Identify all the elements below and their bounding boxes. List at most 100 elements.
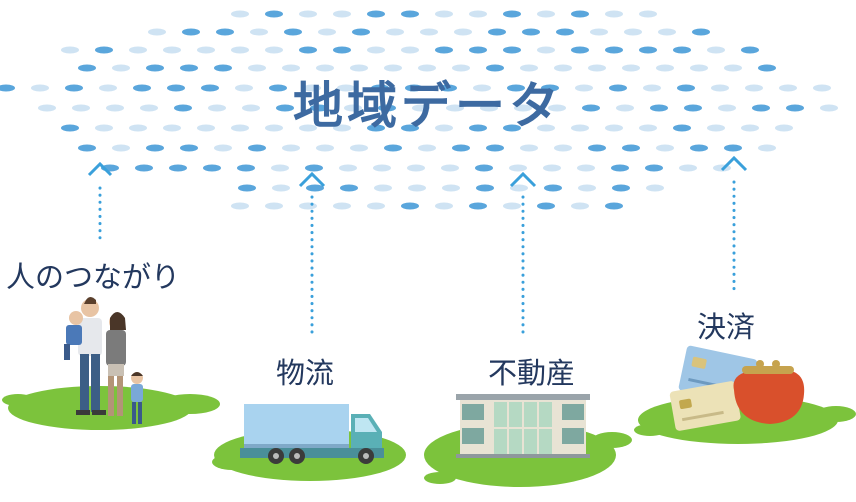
cloud-dot — [435, 46, 453, 54]
cloud-dot — [271, 164, 289, 172]
cloud-dot — [163, 124, 181, 132]
cloud-dot — [650, 104, 668, 112]
cloud-dot — [646, 184, 664, 192]
cloud-dot — [248, 144, 266, 152]
cloud-dot — [333, 202, 351, 210]
truck-icon — [240, 404, 384, 464]
cloud-dot — [605, 124, 623, 132]
cloud-dot — [469, 202, 487, 210]
cloud-dot — [677, 84, 695, 92]
cloud-dot — [367, 10, 385, 18]
cloud-dot — [486, 64, 504, 72]
cloud-dot — [418, 144, 436, 152]
cloud-dot — [582, 104, 600, 112]
cloud-dot — [303, 84, 321, 92]
cloud-dot — [520, 64, 538, 72]
cloud-dot — [571, 202, 589, 210]
cloud-dot — [65, 84, 83, 92]
cloud-dot — [643, 84, 661, 92]
cloud-dot — [265, 202, 283, 210]
cloud-dot — [724, 144, 742, 152]
cloud-dot — [556, 28, 574, 36]
cloud-dot — [420, 28, 438, 36]
cloud-dot — [197, 124, 215, 132]
cloud-dot — [167, 84, 185, 92]
cloud-dot — [337, 84, 355, 92]
cloud-dot — [786, 104, 804, 112]
cloud-dot — [656, 64, 674, 72]
cloud-dot — [299, 10, 317, 18]
cloud-dot — [318, 28, 336, 36]
cloud-dot — [72, 104, 90, 112]
cloud-dot — [718, 104, 736, 112]
cloud-dot — [476, 184, 494, 192]
wallet-cards-icon — [669, 345, 805, 431]
cloud-dot — [624, 28, 642, 36]
cloud-dot — [639, 124, 657, 132]
cloud-dot — [401, 124, 419, 132]
cloud-dot — [537, 10, 555, 18]
cloud-dot — [541, 84, 559, 92]
cloud-dot — [197, 46, 215, 54]
cloud-dot — [106, 104, 124, 112]
cloud-dot — [208, 104, 226, 112]
cloud-dot — [339, 164, 357, 172]
cloud-dot — [435, 124, 453, 132]
cloud-dot — [537, 202, 555, 210]
cloud-dot — [214, 144, 232, 152]
cloud-dot — [473, 84, 491, 92]
cloud-dot — [673, 46, 691, 54]
cloud-dot — [95, 46, 113, 54]
cloud-dot — [231, 46, 249, 54]
cloud-dot — [384, 144, 402, 152]
cloud-dot — [401, 10, 419, 18]
cloud-dot — [373, 164, 391, 172]
cloud-dot — [820, 104, 838, 112]
cloud-dot — [306, 184, 324, 192]
cloud-dot — [684, 104, 702, 112]
cloud-dot — [352, 28, 370, 36]
cloud-dot — [333, 46, 351, 54]
cloud-dot — [745, 84, 763, 92]
cloud-dot — [692, 28, 710, 36]
cloud-dot — [405, 84, 423, 92]
cloud-dot — [658, 28, 676, 36]
cloud-dot — [310, 104, 328, 112]
cloud-dot — [112, 64, 130, 72]
cloud-dot — [673, 124, 691, 132]
cloud-dot — [571, 46, 589, 54]
cloud-dot — [503, 10, 521, 18]
category-label-logistics: 物流 — [276, 356, 335, 390]
cloud-dot — [408, 184, 426, 192]
cloud-dot — [446, 104, 464, 112]
cloud-dot — [231, 10, 249, 18]
cloud-dot — [752, 104, 770, 112]
cloud-dot — [265, 124, 283, 132]
cloud-dot — [813, 84, 831, 92]
cloud-dot — [38, 104, 56, 112]
cloud-dot — [510, 184, 528, 192]
cloud-dot — [371, 84, 389, 92]
cloud-dot — [235, 84, 253, 92]
cloud-dot — [148, 28, 166, 36]
cloud-dot — [384, 64, 402, 72]
cloud-dot — [480, 104, 498, 112]
cloud-dot — [435, 10, 453, 18]
cloud-dot — [645, 164, 663, 172]
cloud-dot — [231, 124, 249, 132]
cloud-dot — [605, 202, 623, 210]
cloud-dot — [418, 64, 436, 72]
cloud-dot — [590, 28, 608, 36]
cloud-dot — [333, 10, 351, 18]
cloud-dot — [146, 64, 164, 72]
cloud-dot — [454, 28, 472, 36]
cloud-dot — [129, 124, 147, 132]
cloud-dot — [588, 144, 606, 152]
cloud-dot — [95, 124, 113, 132]
cloud-dot — [741, 46, 759, 54]
cloud-dot — [639, 46, 657, 54]
cloud-dot — [367, 202, 385, 210]
diagram-title: 地域データ — [293, 77, 563, 135]
cloud-dot — [544, 184, 562, 192]
